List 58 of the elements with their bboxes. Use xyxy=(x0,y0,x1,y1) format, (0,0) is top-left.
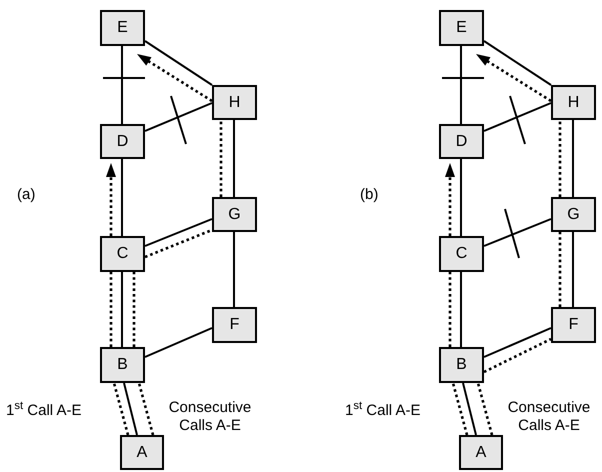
connector-line xyxy=(121,272,123,347)
node-box: C xyxy=(439,236,484,272)
node-box: A xyxy=(120,435,164,470)
text-label: 1$^{st}$ Call A-E xyxy=(6,402,82,420)
connector-line xyxy=(121,159,123,236)
connector-line xyxy=(144,327,212,358)
node-box: B xyxy=(439,347,484,383)
text-label: Consecutive Calls A-E xyxy=(168,399,252,435)
text-label: (a) xyxy=(17,186,36,204)
dotted-line xyxy=(138,382,154,436)
dotted-line xyxy=(452,382,468,436)
node-box: E xyxy=(100,10,145,46)
dotted-line xyxy=(483,338,552,374)
dotted-line xyxy=(144,228,212,258)
dotted-line xyxy=(476,382,494,436)
node-box: G xyxy=(551,197,596,232)
dotted-arrow xyxy=(106,163,116,236)
connector-line xyxy=(484,327,552,358)
text-label: (b) xyxy=(360,186,378,204)
node-box: F xyxy=(551,307,596,343)
connector-line xyxy=(484,102,552,132)
node-box: H xyxy=(212,85,257,120)
connector-line xyxy=(462,382,477,436)
connector-line xyxy=(460,159,462,236)
connector-line xyxy=(123,382,138,436)
node-box: D xyxy=(100,124,145,159)
node-box: B xyxy=(100,347,145,383)
text-label: 1$^{st}$ Call A-E xyxy=(345,402,420,420)
dotted-line xyxy=(132,272,136,347)
dotted-arrow xyxy=(476,54,552,102)
connector-line xyxy=(572,232,574,307)
connector-line xyxy=(483,40,552,86)
connector-line xyxy=(484,218,552,247)
node-box: G xyxy=(212,197,257,232)
node-box: E xyxy=(439,10,484,46)
dotted-arrow xyxy=(137,54,213,102)
dotted-line xyxy=(220,120,222,197)
dotted-line xyxy=(112,382,130,436)
node-box: C xyxy=(100,236,145,272)
dotted-line xyxy=(558,120,562,197)
node-box: H xyxy=(551,85,596,120)
connector-line xyxy=(572,120,574,197)
connector-line xyxy=(233,120,235,197)
text-label: Consecutive Calls A-E xyxy=(506,399,592,435)
node-box: A xyxy=(459,435,503,470)
dotted-line xyxy=(110,272,112,347)
connector-line xyxy=(144,218,212,247)
dotted-line xyxy=(558,232,562,307)
dotted-arrow xyxy=(445,163,455,236)
node-box: D xyxy=(439,124,484,159)
connector-line xyxy=(144,102,212,132)
connector-line xyxy=(144,40,213,86)
connector-line xyxy=(460,272,462,347)
connector-line xyxy=(233,232,235,307)
connector-line xyxy=(460,46,462,124)
node-box: F xyxy=(212,307,257,343)
dotted-line xyxy=(448,272,452,347)
connector-line xyxy=(121,46,123,124)
